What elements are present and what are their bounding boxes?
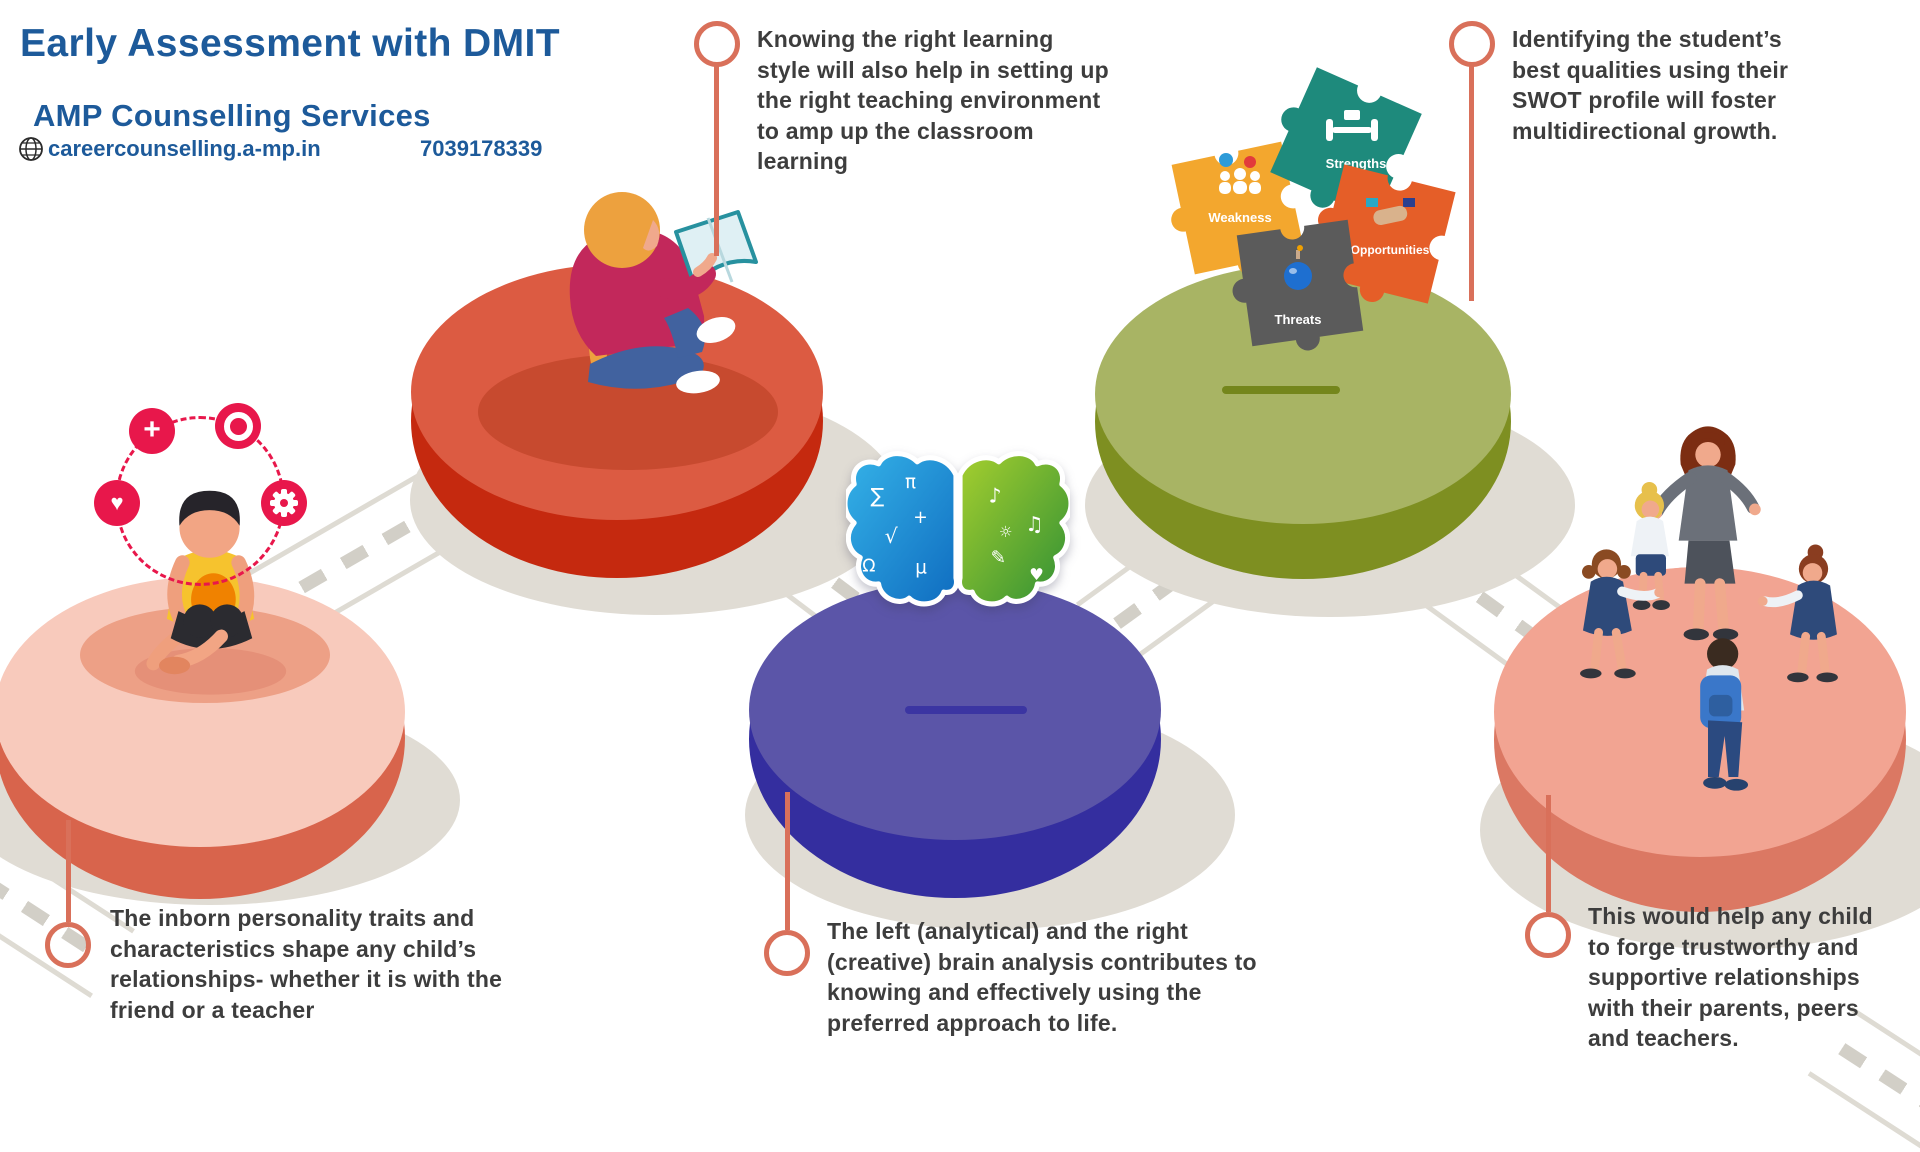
gear-icon xyxy=(261,480,307,526)
svg-text:√: √ xyxy=(885,524,898,548)
platform-brain xyxy=(745,580,1235,930)
callout-marker-swot xyxy=(1449,21,1495,67)
callout-marker-relationships xyxy=(1525,912,1571,958)
subtitle: AMP Counselling Services xyxy=(33,98,431,133)
svg-text:♪: ♪ xyxy=(989,483,1002,507)
callout-stem xyxy=(1469,66,1474,301)
brain-left-analytical: ∑ π √ µ Ω + xyxy=(846,451,959,607)
surface-dash-mark xyxy=(1222,386,1340,394)
contact-row: careercounselling.a-mp.in xyxy=(18,136,321,162)
callout-text-brain: The left (analytical) and the right (cre… xyxy=(827,918,1257,1036)
callout-stem xyxy=(1546,795,1551,912)
puzzle-label-threats: Threats xyxy=(1275,312,1322,327)
puzzle-weakness: Weakness xyxy=(1159,141,1307,289)
page-title: Early Assessment with DMIT xyxy=(20,22,560,65)
ring-icon xyxy=(215,403,261,449)
brain-right-creative xyxy=(957,451,1070,607)
puzzle-label-weakness: Weakness xyxy=(1208,210,1271,225)
student-left-figure xyxy=(1580,549,1665,679)
callout-text-relationships: This would help any child to forge trust… xyxy=(1588,903,1873,1052)
brain-illustration: ∑ π √ µ Ω + ♪ ♫ ✎ ♥ ☼ xyxy=(846,451,1070,607)
globe-icon xyxy=(19,137,43,161)
brain-right-icons: ♪ ♫ ✎ ♥ ☼ xyxy=(989,483,1044,583)
teacher-figure xyxy=(1650,426,1761,641)
callout-text-learning-style: Knowing the right learning style will al… xyxy=(757,26,1109,175)
callout-marker-personality xyxy=(45,922,91,968)
girl-reading-figure xyxy=(569,192,758,394)
callout-text-swot: Identifying the student’s best qualities… xyxy=(1512,26,1789,144)
callout-marker-learning-style xyxy=(694,21,740,67)
infographic-canvas: + ♥ xyxy=(0,21,1920,1152)
svg-text:+: + xyxy=(913,508,928,528)
svg-text:Ω: Ω xyxy=(862,557,875,577)
svg-text:♥: ♥ xyxy=(1029,565,1044,584)
teacher-students-group xyxy=(1580,426,1838,791)
callout-stem xyxy=(66,820,71,922)
svg-text:π: π xyxy=(905,472,916,493)
svg-text:µ: µ xyxy=(915,558,927,579)
girl-jeans xyxy=(588,346,704,389)
student-right-figure xyxy=(1757,544,1838,683)
heart-icon: ♥ xyxy=(94,480,140,526)
svg-text:∑: ∑ xyxy=(870,483,884,507)
puzzle-opportunities: Opportunities xyxy=(1301,161,1456,316)
callout-marker-brain xyxy=(764,930,810,976)
platform-swot xyxy=(1085,264,1575,617)
student-backpack-figure xyxy=(1700,638,1749,791)
student-blonde-figure xyxy=(1630,482,1670,610)
svg-text:♫: ♫ xyxy=(1025,512,1043,536)
svg-text:✎: ✎ xyxy=(991,548,1006,569)
svg-text:☼: ☼ xyxy=(999,523,1013,541)
swot-puzzle: Weakness Strengths Opportunities xyxy=(1159,62,1456,358)
website-text: careercounselling.a-mp.in xyxy=(48,136,321,161)
puzzle-strengths: Strengths xyxy=(1253,62,1422,231)
callout-text-personality: The inborn personality traits and charac… xyxy=(110,905,503,1023)
callout-stem xyxy=(785,792,790,930)
surface-dash-mark xyxy=(905,706,1027,714)
plus-icon: + xyxy=(129,408,175,454)
puzzle-label-strengths: Strengths xyxy=(1326,156,1387,171)
callout-stem xyxy=(714,66,719,256)
puzzle-label-opportunities: Opportunities xyxy=(1351,243,1430,257)
puzzle-threats: Threats xyxy=(1224,219,1365,358)
girl-hair xyxy=(584,192,660,268)
phone-number: 7039178339 xyxy=(420,136,543,161)
